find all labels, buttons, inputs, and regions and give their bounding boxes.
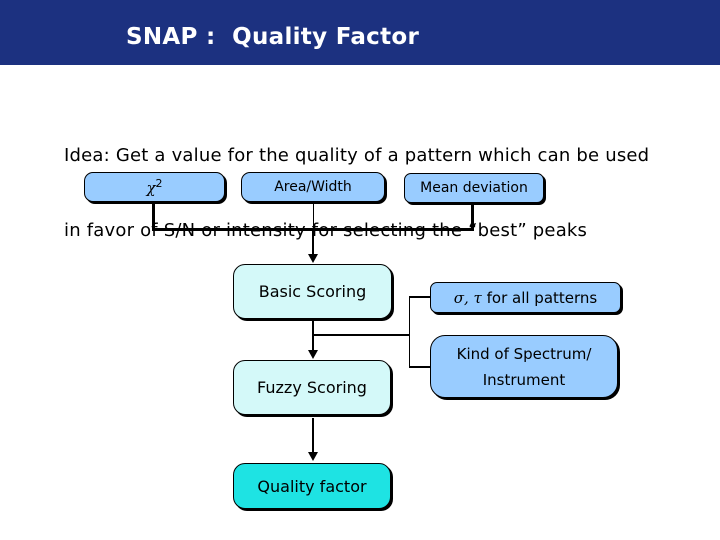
connector-riser xyxy=(408,297,410,368)
kind-of-spectrum-node: Kind of Spectrum/ Instrument xyxy=(430,335,618,398)
fuzzy-scoring-node: Fuzzy Scoring xyxy=(233,360,391,415)
idea-text: Idea: Get a value for the quality of a p… xyxy=(64,93,649,293)
area-width-label: Area/Width xyxy=(274,179,352,195)
idea-text-line1: Idea: Get a value for the quality of a p… xyxy=(64,145,650,166)
kind-of-spectrum-label-line1: Kind of Spectrum/ xyxy=(456,344,592,363)
connector-to-fuzzy xyxy=(312,319,314,351)
quality-factor-node: Quality factor xyxy=(233,463,391,509)
connector-kind-branch xyxy=(409,366,430,368)
basic-scoring-node: Basic Scoring xyxy=(233,264,392,319)
connector-tap xyxy=(313,334,410,336)
arrowhead-down-icon xyxy=(308,452,318,461)
quality-factor-label: Quality factor xyxy=(257,476,367,496)
connector-sigma-branch xyxy=(409,296,430,298)
sigma-tau-node: σ, τ for all patterns xyxy=(430,282,621,313)
chi-squared-label: χ2 xyxy=(146,177,163,197)
mean-deviation-node: Mean deviation xyxy=(404,173,544,203)
kind-of-spectrum-label-line2: Instrument xyxy=(482,370,566,389)
area-width-node: Area/Width xyxy=(241,172,385,202)
connector-to-basic xyxy=(312,231,314,255)
header-bar xyxy=(0,0,720,65)
chi-squared-node: χ2 xyxy=(84,172,225,202)
slide-title: SNAP : Quality Factor xyxy=(126,24,420,50)
connector-horizontal-bar xyxy=(152,228,474,231)
connector-chi-drop xyxy=(152,202,155,229)
arrowhead-down-icon xyxy=(308,350,318,359)
basic-scoring-label: Basic Scoring xyxy=(258,282,367,301)
arrowhead-down-icon xyxy=(308,254,318,263)
connector-to-quality xyxy=(312,418,314,453)
mean-deviation-label: Mean deviation xyxy=(420,180,528,196)
connector-area-drop xyxy=(312,202,314,229)
connector-mean-drop xyxy=(471,203,474,229)
fuzzy-scoring-label: Fuzzy Scoring xyxy=(257,378,367,397)
sigma-tau-label: σ, τ for all patterns xyxy=(453,288,598,307)
